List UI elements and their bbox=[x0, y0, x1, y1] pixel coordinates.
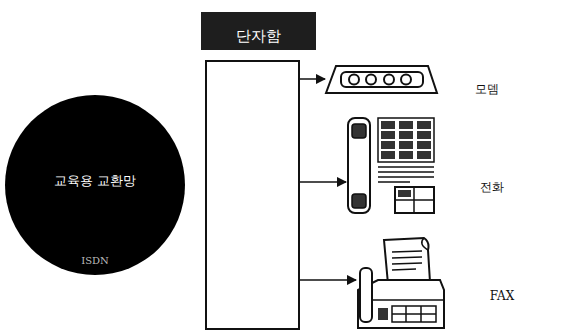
device-label: 모뎀 bbox=[465, 82, 509, 96]
modem-device: 모뎀 bbox=[325, 62, 437, 95]
fax-symbol bbox=[358, 238, 444, 328]
telephone-device: 전화 bbox=[346, 116, 436, 215]
network-type: ISDN bbox=[5, 255, 185, 267]
network-name: 교육용 교환망 bbox=[5, 173, 185, 189]
arrow-connector bbox=[300, 181, 346, 183]
device-label: 전화 bbox=[470, 180, 514, 194]
arrow-connector bbox=[300, 279, 356, 281]
terminal-box: 단자함 bbox=[205, 60, 300, 330]
fax-device: FAX bbox=[356, 236, 446, 330]
device-label: FAX bbox=[480, 289, 524, 303]
arrow-connector bbox=[300, 78, 325, 80]
telephone-symbol bbox=[348, 118, 434, 213]
network-circle: 교육용 교환망 ISDN bbox=[5, 95, 185, 275]
terminal-heading: 단자함 bbox=[201, 12, 316, 50]
modem-symbol bbox=[326, 66, 437, 93]
circle-shape bbox=[5, 95, 185, 275]
